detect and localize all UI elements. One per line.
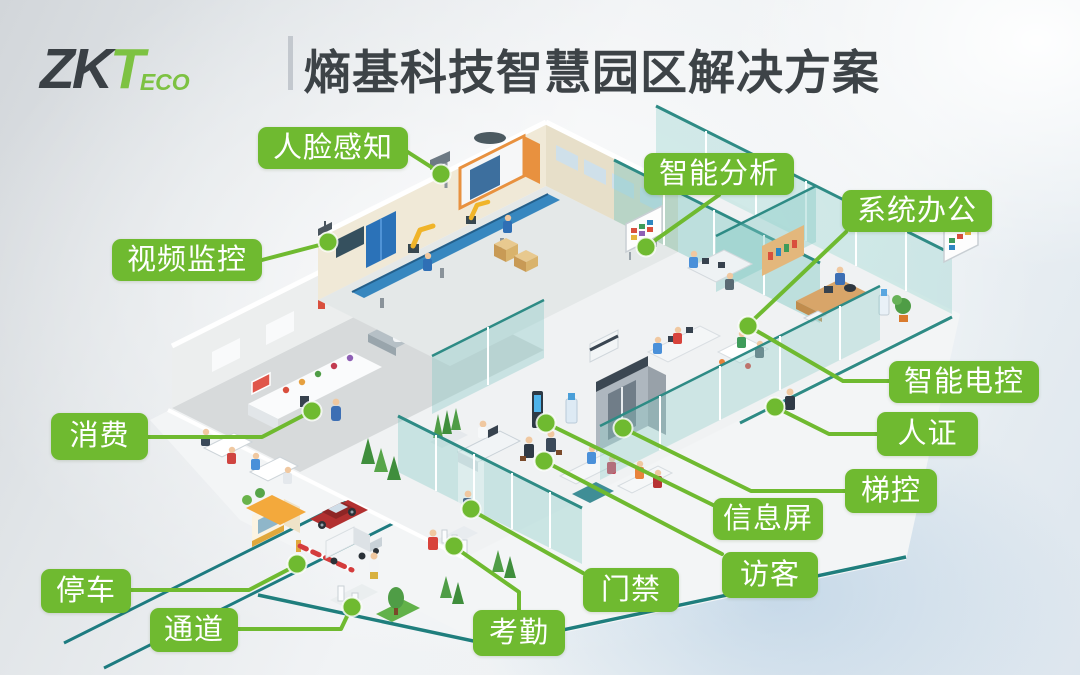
callout-info-screen: 信息屏 <box>713 498 823 540</box>
robot-arm-icon <box>408 199 491 253</box>
callout-visitor: 访客 <box>722 552 818 598</box>
logo-zk: ZK <box>40 37 113 101</box>
callout-attendance: 考勤 <box>473 610 565 656</box>
header-divider <box>288 36 293 90</box>
callout-elevator-control: 梯控 <box>845 469 937 513</box>
callout-system-office: 系统办公 <box>842 190 992 232</box>
truck <box>325 526 382 565</box>
factory-zone <box>316 119 680 366</box>
cctv-camera-icon <box>318 221 332 236</box>
callout-dots <box>286 163 786 618</box>
callout-consumption: 消费 <box>51 413 148 460</box>
parking-zone <box>242 438 516 622</box>
logo-eco: ECO <box>139 69 190 95</box>
trees <box>242 438 516 622</box>
callout-id-verification: 人证 <box>877 412 978 456</box>
logo-t: T <box>109 37 145 101</box>
guard-booth <box>246 495 306 547</box>
walking-person <box>785 388 795 410</box>
callout-passage: 通道 <box>150 608 238 652</box>
callout-video-surveillance: 视频监控 <box>112 239 262 281</box>
page-title: 熵基科技智慧园区解决方案 <box>304 46 880 99</box>
suv-car <box>310 500 368 529</box>
visitor-figures <box>520 430 562 461</box>
callout-face-sensing: 人脸感知 <box>258 127 408 169</box>
callout-access-control: 门禁 <box>583 568 679 612</box>
callout-smart-power-control: 智能电控 <box>889 361 1039 403</box>
lobby-zone <box>397 284 881 564</box>
callout-parking: 停车 <box>41 569 131 613</box>
callout-intelligent-analysis: 智能分析 <box>644 153 794 195</box>
